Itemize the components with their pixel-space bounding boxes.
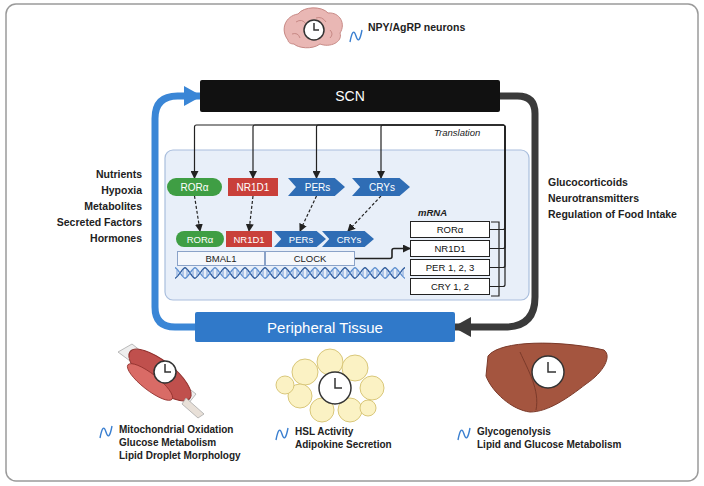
protein-box: NR1D1	[226, 231, 272, 247]
clock-center-box: SCN	[200, 80, 500, 112]
protein-chevron: CRYs	[352, 178, 410, 196]
node-text: NR1D1	[233, 234, 264, 245]
input-label: Hormones	[90, 232, 142, 244]
input-label: Metabolites	[84, 200, 142, 212]
muscle-icon	[118, 341, 204, 418]
output-label: Neurotransmitters	[548, 192, 639, 204]
node-text: PER 1, 2, 3	[426, 262, 475, 273]
process-label: Translation	[434, 127, 480, 138]
function-label: Lipid Droplet Morphology	[119, 450, 241, 461]
protein-chevron: CRYs	[322, 231, 374, 247]
connector-arrow	[317, 125, 506, 268]
node-text: RORα	[180, 182, 208, 193]
dashed-arrow	[300, 196, 317, 231]
gene-box: BMAL1	[177, 251, 265, 266]
function-label: Glucose Metabolism	[119, 437, 216, 448]
function-label: Adipokine Secretion	[295, 439, 392, 450]
region-label: NPY/AgRP neurons	[368, 21, 465, 33]
brain-icon	[284, 8, 342, 48]
adipose-icon	[276, 349, 384, 422]
rhythm-wave	[458, 428, 470, 440]
gene-box: CLOCK	[265, 251, 355, 266]
input-label: Nutrients	[96, 168, 142, 180]
dashed-arrow	[348, 196, 381, 231]
connector-arrow	[355, 249, 410, 259]
node-text: CRY 1, 2	[431, 281, 469, 292]
heading-label: mRNA	[418, 207, 447, 218]
node-text: CRYs	[369, 182, 395, 193]
mrna-box: NR1D1	[410, 240, 490, 257]
function-label: Lipid and Glucose Metabolism	[477, 439, 621, 450]
rhythm-wave	[350, 30, 362, 42]
mrna-box: RORα	[410, 221, 490, 238]
connector-arrow	[195, 125, 506, 230]
node-text: NR1D1	[434, 243, 465, 254]
node-text: NR1D1	[237, 182, 270, 193]
dashed-arrow	[249, 196, 253, 231]
connector-arrow	[381, 125, 505, 287]
node-text: CLOCK	[294, 253, 327, 264]
function-label: Glycogenolysis	[477, 426, 551, 437]
output-label: Regulation of Food Intake	[548, 208, 677, 220]
dna-helix	[175, 267, 405, 281]
function-label: HSL Activity	[295, 426, 353, 437]
protein-chevron: PERs	[288, 178, 345, 196]
protein-chevron: PERs	[274, 231, 326, 247]
node-text: RORα	[437, 224, 464, 235]
protein-pill: RORα	[167, 178, 222, 196]
mrna-bracket	[491, 222, 499, 296]
input-label: Hypoxia	[101, 184, 142, 196]
protein-box: NR1D1	[228, 178, 278, 196]
connector-arrow	[253, 125, 505, 249]
node-text: PERs	[305, 182, 331, 193]
mrna-box: CRY 1, 2	[410, 278, 490, 295]
protein-pill: RORα	[176, 231, 224, 247]
tissue-box: Peripheral Tissue	[195, 312, 455, 342]
node-text: BMAL1	[205, 253, 236, 264]
mrna-box: PER 1, 2, 3	[410, 259, 490, 276]
node-text: PERs	[289, 234, 313, 245]
node-text: SCN	[335, 88, 365, 104]
rhythm-wave	[276, 428, 288, 440]
nucleus-panel	[165, 150, 529, 300]
node-text: Peripheral Tissue	[267, 319, 383, 336]
feedback-arrow	[155, 96, 200, 327]
rhythm-wave	[100, 426, 112, 438]
input-label: Secreted Factors	[57, 216, 142, 228]
node-text: CRYs	[337, 234, 362, 245]
dashed-arrow	[195, 196, 201, 231]
output-label: Glucocorticoids	[548, 176, 628, 188]
function-label: Mitochondrial Oxidation	[119, 424, 233, 435]
liver-icon	[486, 343, 607, 412]
outer-frame	[6, 4, 698, 481]
node-text: RORα	[187, 234, 214, 245]
